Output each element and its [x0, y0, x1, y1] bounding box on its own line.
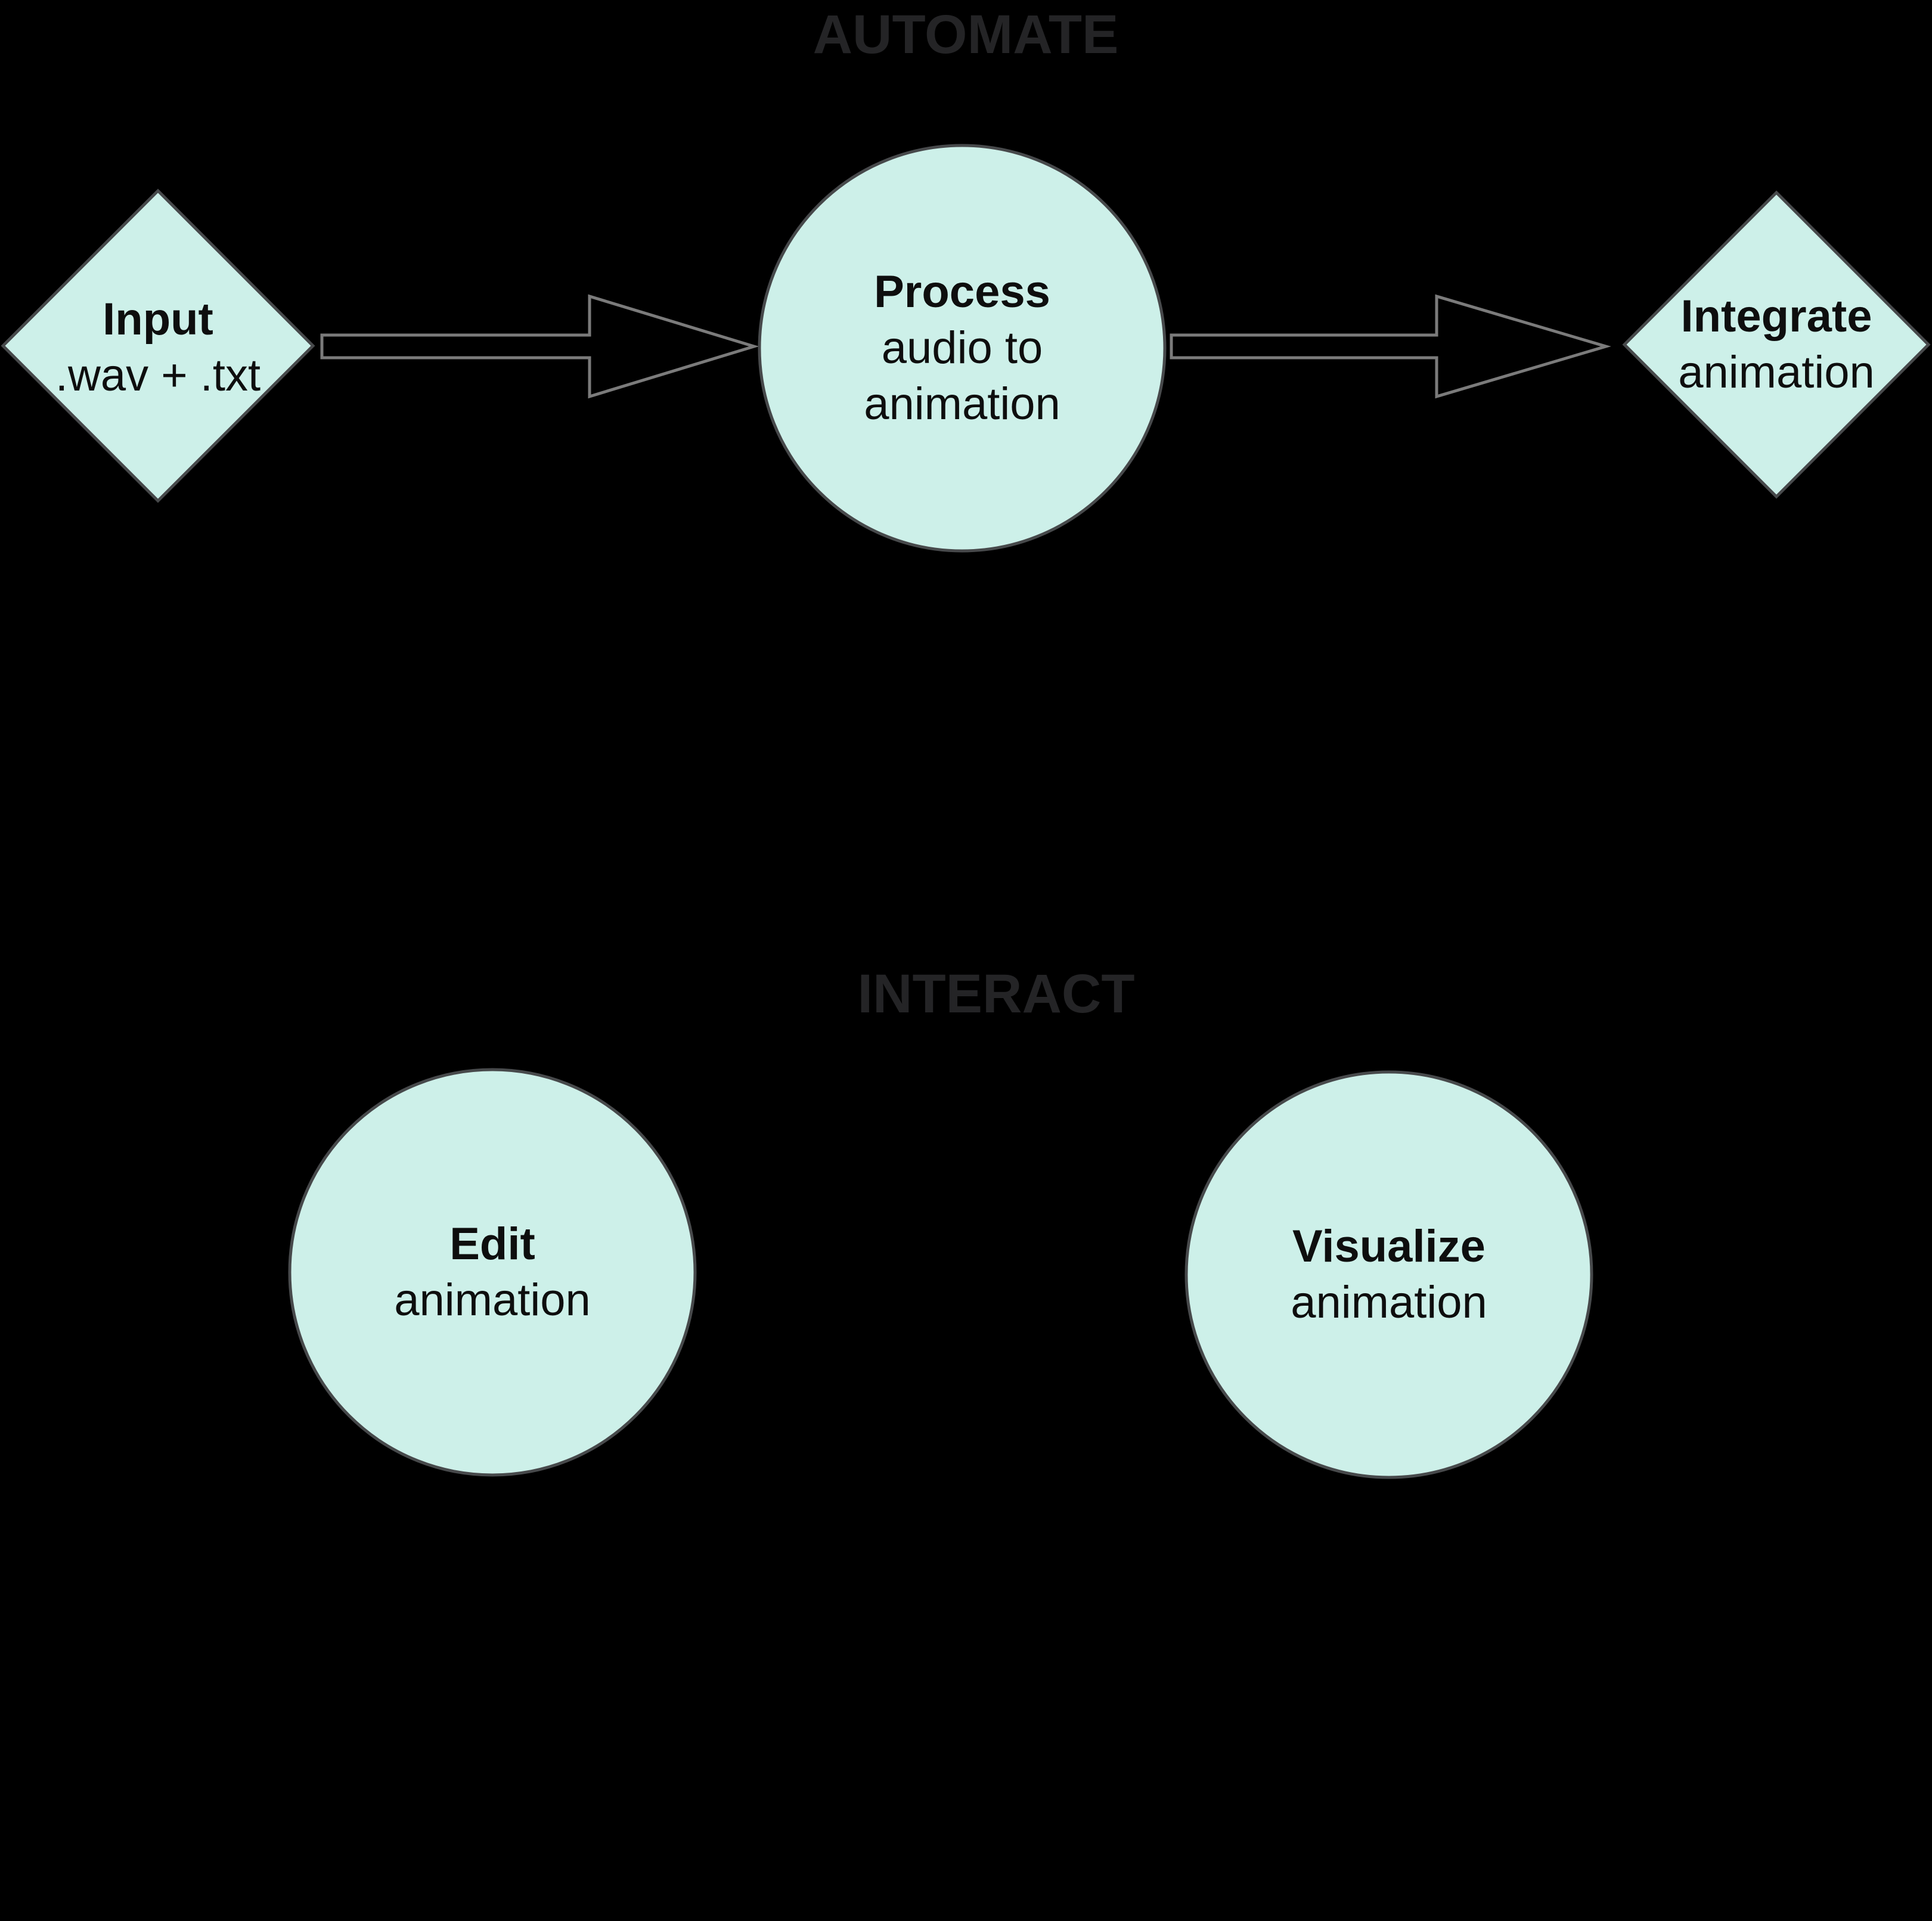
- process-node-subtitle-line1: audio to: [881, 323, 1043, 373]
- edit-node-label: Edit animation: [394, 1216, 591, 1328]
- arrow-process-to-integrate-icon: [1170, 294, 1611, 399]
- visualize-node-subtitle: animation: [1291, 1277, 1487, 1328]
- integrate-diamond-shape: [1622, 190, 1931, 499]
- input-node-label: Input .wav + .txt: [55, 292, 261, 404]
- automate-section-label: AUTOMATE: [813, 4, 1119, 65]
- input-node-title: Input: [103, 294, 213, 345]
- visualize-node-label: Visualize animation: [1291, 1219, 1487, 1331]
- visualize-circle-shape: [1184, 1070, 1593, 1479]
- arrow-input-to-process-icon: [320, 294, 759, 399]
- edit-node-title: Edit: [449, 1219, 535, 1269]
- input-node-subtitle: .wav + .txt: [55, 350, 261, 401]
- integrate-node-title: Integrate: [1680, 291, 1872, 342]
- integrate-node-label: Integrate animation: [1678, 289, 1875, 401]
- process-node-label: Process audio to animation: [864, 264, 1060, 432]
- edit-node-subtitle: animation: [394, 1275, 591, 1325]
- integrate-node-subtitle: animation: [1678, 347, 1875, 398]
- edit-circle-shape: [288, 1068, 697, 1477]
- input-diamond-shape: [1, 188, 315, 503]
- process-node-title: Process: [874, 267, 1050, 317]
- interact-section-label: INTERACT: [857, 963, 1135, 1024]
- visualize-node-title: Visualize: [1292, 1221, 1486, 1272]
- process-circle-shape: [758, 144, 1167, 553]
- process-node-subtitle-line2: animation: [864, 379, 1060, 429]
